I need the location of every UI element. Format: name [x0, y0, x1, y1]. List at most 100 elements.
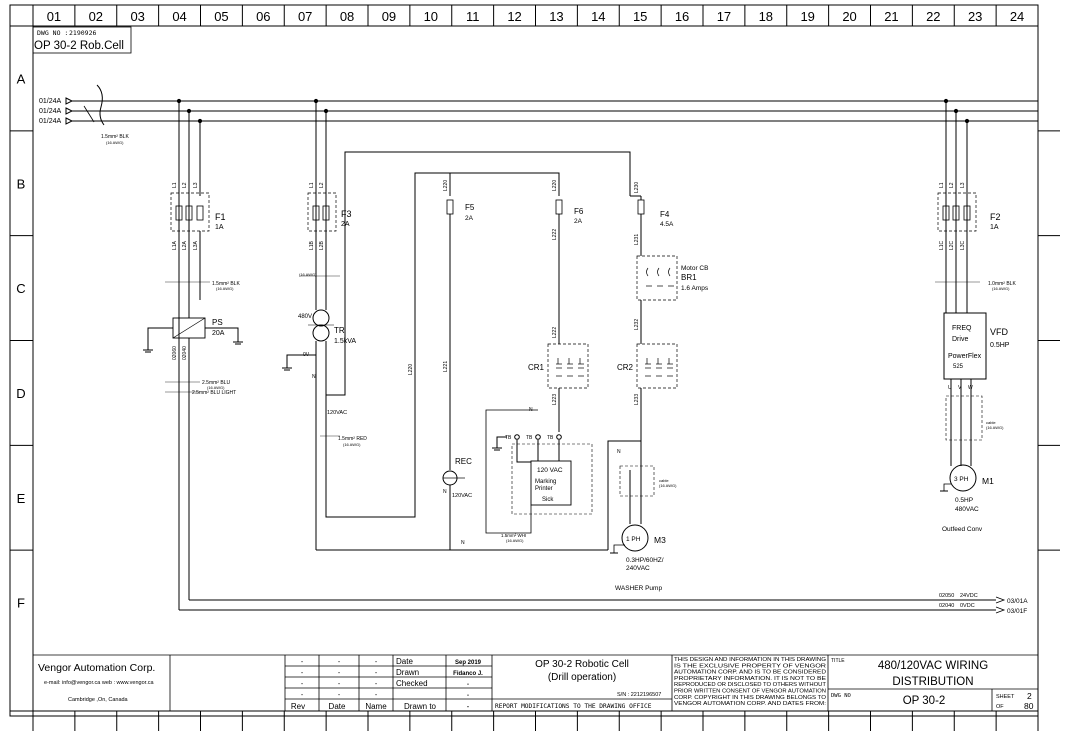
l232-wire: L232: [634, 319, 640, 330]
sheet-title-2: DISTRIBUTION: [892, 676, 973, 688]
f4-rating: 4.5A: [660, 221, 674, 228]
printer-line2: Printer: [535, 486, 553, 492]
cr1-contacts: [556, 358, 584, 377]
row-label: B: [17, 176, 26, 191]
drawing-frame: [9, 4, 1039, 717]
incoming-ref-2: 01/24A: [39, 108, 62, 115]
f1-name: F1: [215, 212, 226, 222]
tr-awg: (16 AWG): [299, 272, 317, 277]
m3-spec-1: 0.3HP/60HZ/: [626, 557, 664, 564]
l231-wire: L231: [634, 234, 640, 245]
column-label: 07: [298, 9, 312, 24]
row-label: E: [17, 491, 26, 506]
vfd-out-u: U: [948, 385, 952, 391]
wht-wire-label: 1.5mm² WHI: [501, 533, 526, 538]
sheet-title-1: 480/120VAC WIRING: [878, 660, 988, 672]
column-label: 02: [89, 9, 103, 24]
l222-wire-a: L222: [552, 229, 558, 240]
vfd-out-w: W: [968, 385, 973, 391]
red-wire-awg: (16 AWG): [343, 442, 361, 447]
row-label: D: [16, 386, 25, 401]
m3-cable-awg: (16 AWG): [659, 483, 677, 488]
ps-wire-1: 02060: [172, 346, 178, 360]
dwg-number: OP 30-2: [903, 695, 946, 707]
cr1-label: CR1: [528, 363, 545, 372]
revision-cell: -: [467, 682, 469, 688]
rec-voltage: 120VAC: [452, 493, 472, 499]
f3-rating: 2A: [341, 221, 350, 228]
column-label: 15: [633, 9, 647, 24]
vfd-out-v: V: [958, 385, 962, 391]
drawing-header: DWG NO : 2190926 OP 30-2 Rob.Cell: [32, 26, 132, 54]
sheet-number: 2: [1027, 691, 1032, 701]
revision-header: Date: [329, 702, 346, 711]
column-label: 04: [172, 9, 186, 24]
dwg-no-label: DWG NO :: [37, 29, 68, 37]
ps-wire-blu-light: 2.5mm² BLU LIGHT: [192, 390, 236, 396]
column-label: 14: [591, 9, 605, 24]
main-wire-awg: (16 AWG): [106, 140, 124, 145]
main-wire-label: 1.5mm² BLK: [101, 134, 129, 140]
f4-branch: [565, 195, 678, 554]
m1-phase: 3 PH: [954, 476, 969, 483]
ps-rating: 20A: [212, 330, 225, 337]
bottom-ruler: [32, 711, 1039, 731]
company-name: Vengor Automation Corp.: [38, 662, 155, 674]
incoming-ref-1: 01/24A: [39, 98, 62, 105]
rec-n: N: [443, 489, 447, 495]
ps-name: PS: [212, 318, 223, 327]
column-label: 23: [968, 9, 982, 24]
f2-cable-label: 1.0mm² BLK: [988, 281, 1016, 287]
n-mark-m3: N: [617, 449, 621, 455]
f2-wire-l1c: L1C: [939, 240, 945, 250]
column-label: 16: [675, 9, 689, 24]
revision-cell: Sep 2019: [455, 660, 482, 666]
f3-wire-l1b: L1B: [309, 240, 315, 250]
column-label: 12: [507, 9, 521, 24]
f1-cable-awg: (16 AWG): [216, 286, 234, 291]
signal-ref-2: 03/01F: [1007, 608, 1027, 615]
wht-wire-awg: (16 AWG): [506, 538, 524, 543]
of-label: OF: [996, 704, 1004, 710]
column-label: 09: [382, 9, 396, 24]
column-label: 22: [926, 9, 940, 24]
l222-wire-b: L222: [552, 327, 558, 338]
f2-branch: [179, 98, 996, 611]
tr-sec-0v: 0V: [303, 352, 310, 358]
f1-rating: 1A: [215, 224, 224, 231]
row-label: F: [17, 596, 25, 611]
f1-wire-l2a: L2A: [182, 240, 188, 250]
revision-header: -: [467, 702, 470, 711]
revision-cell: -: [375, 659, 378, 666]
vfd-line3: PowerFlex: [948, 353, 982, 360]
column-label: 10: [424, 9, 438, 24]
revision-cell: -: [338, 681, 341, 688]
title-block: [33, 654, 1038, 711]
l223-wire: L223: [552, 394, 558, 405]
column-label: 01: [47, 9, 61, 24]
tr-name: TR: [334, 326, 345, 335]
l220-wire-b: L220: [443, 180, 449, 191]
signal-ref-1: 03/01A: [1007, 598, 1028, 605]
incoming-ref-3: 01/24A: [39, 118, 62, 125]
project-title-1: OP 30-2 Robotic Cell: [535, 659, 629, 670]
disclaimer-line: PRIOR WRITTEN CONSENT OF VENGOR AUTOMATI…: [674, 689, 826, 695]
column-label: 20: [842, 9, 856, 24]
serial-number: S/N : 2212196507: [617, 692, 661, 698]
vfd-hp: 0.5HP: [990, 342, 1010, 349]
f1-wire-l2: L2: [182, 182, 188, 188]
column-label: 17: [717, 9, 731, 24]
tb-label-3: TB: [547, 435, 554, 441]
vfd-line1: FREQ: [952, 325, 972, 332]
printer-voltage: 120 VAC: [537, 467, 563, 474]
revision-header: Rev: [291, 702, 305, 711]
m3-phase: 1 PH: [626, 536, 641, 543]
revision-cell: Fidanco J.: [453, 671, 483, 677]
revision-cell: -: [467, 693, 469, 699]
tr-120vac: 120VAC: [327, 410, 347, 416]
column-label: 13: [549, 9, 563, 24]
motorcb-name: BR1: [681, 273, 697, 282]
red-wire-label: 1.5mm² RED: [338, 436, 367, 442]
f4-name: F4: [660, 210, 670, 219]
